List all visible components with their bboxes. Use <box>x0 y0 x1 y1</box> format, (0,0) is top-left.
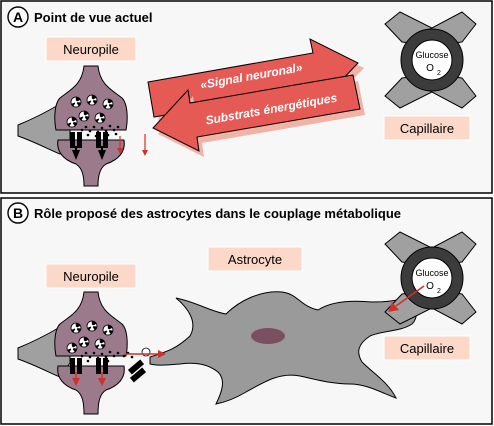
panel-b-glucose-label: Glucose <box>415 268 448 278</box>
panel-b-glutamate-circle <box>141 347 151 357</box>
panel-b-vesicle-4 <box>78 336 90 348</box>
panel-b-capillary-lumen <box>411 257 453 299</box>
panel-a-neuropile-label: Neuropile <box>63 42 119 57</box>
panel-a-receptor-right <box>96 132 108 160</box>
panel-b-astrocyte-body <box>149 291 418 405</box>
panel-a-capillary-label: Capillaire <box>400 121 454 136</box>
panel-b-capillary-label-box <box>383 335 471 361</box>
panel-b-red-arrow-from-capillary <box>388 285 425 312</box>
panel-b-letter-badge: B <box>7 202 29 224</box>
panel-b-red-down-arrow-1 <box>72 372 80 386</box>
panel-b-capillary-complex: Glucose O 2 <box>384 231 477 325</box>
panel-a-oxygen-subscript: 2 <box>437 70 441 77</box>
panel-b-oxygen-subscript: 2 <box>437 288 441 295</box>
panel-a-red-down-arrow-2 <box>142 134 148 156</box>
panel-a-receptor-left <box>70 132 82 160</box>
panel-a-capillary-label-box <box>383 115 471 141</box>
panel-b-neuropile-label-box <box>45 263 137 289</box>
panel-b-title: Rôle proposé des astrocytes dans le coup… <box>34 206 401 221</box>
panel-b-astrocyte-label: Astrocyte <box>228 252 282 267</box>
panel-a-vesicle-6 <box>66 116 78 128</box>
panel-a-oxygen-label: O <box>426 63 434 74</box>
panel-b-astrocyte-label-box <box>207 246 303 272</box>
panel-b-vesicle-6 <box>66 342 78 354</box>
panel-a-vesicle-4 <box>78 110 90 122</box>
panel-a-letter-badge: A <box>7 6 29 28</box>
panel-a-red-down-arrow-1 <box>117 136 123 154</box>
panel-b-vesicle-5 <box>94 338 106 350</box>
panel-b-red-arrow-to-astrocyte <box>126 350 166 358</box>
panel-a-vesicle-5 <box>94 112 106 124</box>
panel-a: A Point de vue actuel Neuropile <box>0 0 493 194</box>
panel-a-glucose-label: Glucose <box>415 50 448 60</box>
panel-a-title: Point de vue actuel <box>34 10 152 25</box>
panel-b-vesicle-2 <box>86 320 98 332</box>
panel-b-receptor-left <box>70 358 82 374</box>
panel-a-capillary-lumen <box>411 39 453 81</box>
panel-a-vesicle-3 <box>102 98 114 110</box>
panel-a-substrates-arrow-body <box>152 74 361 152</box>
panel-b-oxygen-label: O <box>426 281 434 292</box>
panel-b-vesicle-3 <box>102 324 114 336</box>
panel-b-red-down-arrow-2 <box>98 372 106 386</box>
panel-b-astrocyte-nucleus <box>251 328 285 344</box>
panel-b-neuropile-label: Neuropile <box>63 269 119 284</box>
panel-b-astrocyte-transporter <box>127 359 147 383</box>
panel-a-vesicle-2 <box>86 94 98 106</box>
panel-a-substrates-arrow: Substrats énergétiques <box>152 74 365 157</box>
panel-b-letter: B <box>13 205 23 221</box>
panel-a-letter-circle <box>7 6 29 28</box>
panel-b-capillary-label: Capillaire <box>400 341 454 356</box>
panel-a-letter: A <box>13 9 23 25</box>
panel-b-receptor-right <box>96 358 108 374</box>
panel-a-oxygen-text: O <box>426 63 434 74</box>
panel-b-vesicle-1 <box>70 322 82 334</box>
panel-b-letter-circle <box>7 202 29 224</box>
panel-a-neuropile-label-box <box>45 36 137 62</box>
panel-a-vesicle-1 <box>70 96 82 108</box>
panel-b-oxygen-text: O <box>426 281 434 292</box>
panel-a-capillary-complex: Glucose O 2 <box>384 11 477 109</box>
panel-b: B Rôle proposé des astrocytes dans le co… <box>0 197 493 425</box>
